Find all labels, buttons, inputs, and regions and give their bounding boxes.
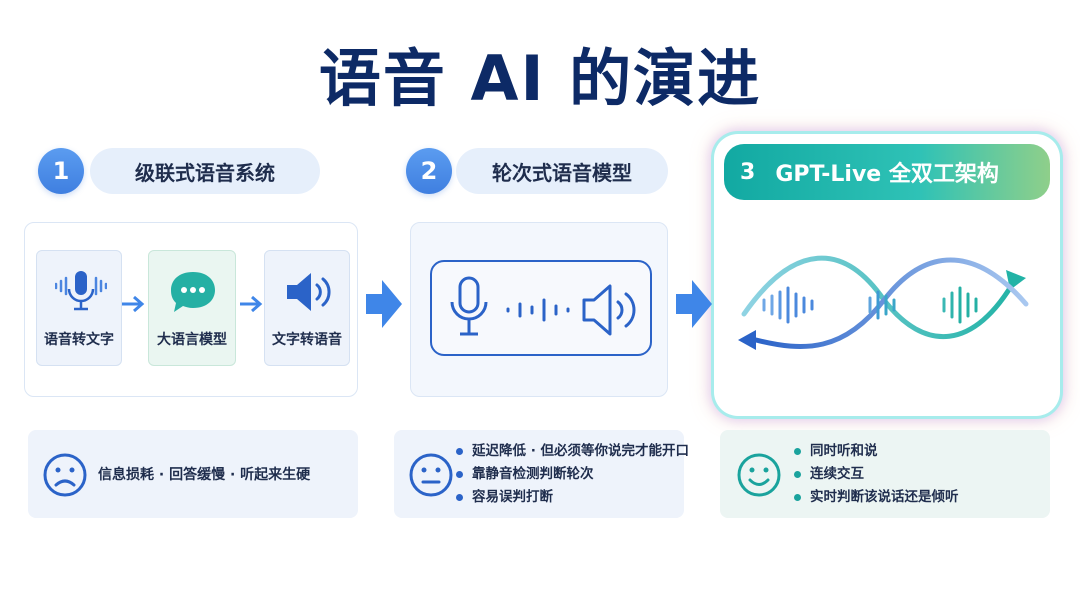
sad-face-icon: [43, 453, 87, 497]
cascade-note-text: 信息损耗 · 回答缓慢 · 听起来生硬: [98, 467, 311, 483]
pipeline-llm-label: 大语言模型: [157, 332, 227, 348]
cascade-note: 信息损耗 · 回答缓慢 · 听起来生硬: [28, 430, 358, 518]
step-1-number: 1: [38, 148, 84, 194]
pipeline-stt-card: 语音转文字: [36, 250, 122, 366]
turn-based-note-list: 延迟降低 · 但必须等你说完才能开口 靠静音检测判断轮次 容易误判打断: [456, 440, 689, 509]
full-duplex-note: 同时听和说 连续交互 实时判断该说话还是倾听: [720, 430, 1050, 518]
pipeline-tts-card: 文字转语音: [264, 250, 350, 366]
pipeline-stt-label: 语音转文字: [44, 332, 114, 348]
happy-face-icon: [737, 453, 781, 497]
arrow-right-icon: [122, 295, 145, 313]
mic-wave-speaker-illustration: [450, 276, 636, 336]
neutral-face-icon: [409, 453, 453, 497]
step-3-header: 3 GPT-Live 全双工架构: [724, 144, 1050, 200]
microphone-wave-icon: [55, 271, 107, 311]
full-duplex-note-list: 同时听和说 连续交互 实时判断该说话还是倾听: [794, 440, 959, 509]
list-item: 连续交互: [794, 463, 959, 486]
list-item: 实时判断该说话还是倾听: [794, 486, 959, 509]
full-duplex-wave-illustration: [738, 255, 1029, 350]
step-2-label: 轮次式语音模型: [456, 148, 668, 194]
step-1-label: 级联式语音系统: [90, 148, 320, 194]
big-arrow-right-icon: [676, 280, 712, 328]
arrow-right-icon: [240, 295, 263, 313]
pipeline-llm-card: 大语言模型: [148, 250, 236, 366]
turn-based-diagram: [430, 260, 652, 356]
chat-bubble-icon: [171, 272, 215, 312]
speaker-outline-icon: [582, 284, 636, 336]
list-item: 延迟降低 · 但必须等你说完才能开口: [456, 440, 689, 463]
list-item: 容易误判打断: [456, 486, 689, 509]
step-3-label: GPT-Live 全双工架构: [775, 162, 999, 187]
big-arrow-right-icon: [366, 280, 402, 328]
step-3-number: 3: [740, 159, 756, 185]
speaker-icon: [287, 273, 331, 311]
list-item: 靠静音检测判断轮次: [456, 463, 689, 486]
sound-wave-icon: [506, 298, 570, 322]
turn-based-note: 延迟降低 · 但必须等你说完才能开口 靠静音检测判断轮次 容易误判打断: [394, 430, 689, 518]
page-title: 语音 AI 的演进: [318, 42, 762, 115]
list-item: 同时听和说: [794, 440, 959, 463]
pipeline-tts-label: 文字转语音: [272, 332, 342, 348]
microphone-icon: [450, 276, 488, 336]
step-2-number: 2: [406, 148, 452, 194]
